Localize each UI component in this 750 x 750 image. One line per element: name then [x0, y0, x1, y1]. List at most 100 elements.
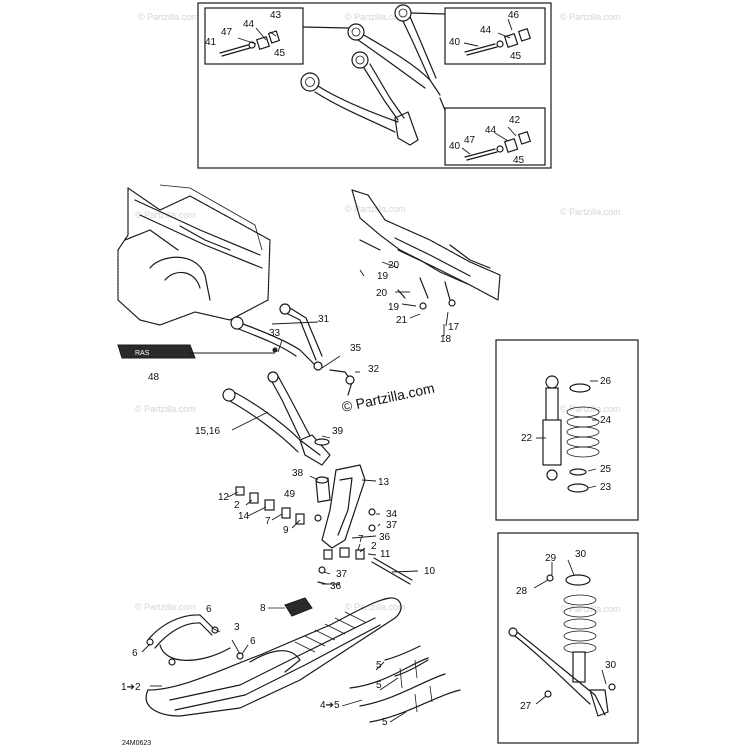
callout-41: 41: [205, 37, 217, 48]
watermark: © Partzilla.com: [345, 602, 406, 612]
watermark-layer: © Partzilla.com © Partzilla.com © Partzi…: [135, 12, 621, 614]
callout-48: 48: [148, 372, 160, 383]
inset-shock: [495, 339, 639, 521]
watermark: © Partzilla.com: [135, 210, 196, 220]
drawing-code: 24M0623: [122, 740, 151, 747]
callout-45: 45: [274, 48, 286, 59]
callout-6: 6: [132, 648, 138, 659]
watermark: © Partzilla.com: [560, 604, 621, 614]
callout-29: 29: [545, 553, 557, 564]
watermark: © Partzilla.com: [345, 204, 406, 214]
shock-absorber: [542, 375, 562, 481]
callout-49: 49: [284, 489, 296, 500]
callout-17: 17: [448, 322, 460, 333]
callout-42: 42: [509, 115, 521, 126]
callout-2: 2: [234, 500, 240, 511]
callout-7: 7: [265, 516, 271, 527]
ski-skag-pad: [268, 597, 313, 617]
callout-26: 26: [600, 376, 612, 387]
callout-19: 19: [388, 302, 400, 313]
callout-5: 5: [382, 717, 388, 728]
spindle: [315, 464, 366, 549]
callout-3: 3: [234, 622, 240, 633]
callout-10: 10: [424, 566, 436, 577]
callout-13: 13: [378, 477, 390, 488]
spindle-hardware: [235, 486, 413, 585]
callout-31: 31: [318, 314, 330, 325]
callout-24: 24: [600, 415, 612, 426]
callout-30: 30: [575, 549, 587, 560]
callout-45: 45: [510, 51, 522, 62]
inset-detail-right: [444, 7, 546, 65]
ski: [145, 597, 402, 717]
callout-30: 30: [605, 660, 617, 671]
callout-4-5: 4➔5: [320, 700, 340, 711]
ball-joint-upper: [329, 369, 355, 396]
carbide-runners: [349, 645, 461, 723]
callout-40: 40: [449, 141, 461, 152]
callout-6: 6: [250, 636, 256, 647]
callout-28: 28: [516, 586, 528, 597]
callout-47: 47: [221, 27, 233, 38]
inset-detail-left: [204, 7, 304, 65]
bushing-kit-right: [464, 27, 532, 56]
callout-20: 20: [376, 288, 388, 299]
callout-32: 32: [368, 364, 380, 375]
callout-35: 35: [350, 343, 362, 354]
coil-spring: [566, 383, 600, 493]
callout-38: 38: [292, 468, 304, 479]
callout-43: 43: [270, 10, 282, 21]
callout-6: 6: [206, 604, 212, 615]
callout-8: 8: [260, 603, 266, 614]
watermark: © Partzilla.com: [560, 12, 621, 22]
shock-assembly: [508, 574, 616, 717]
callout-15-16: 15,16: [195, 426, 220, 437]
inset-detail-bottom: [444, 107, 546, 166]
watermark: © Partzilla.com: [135, 404, 196, 414]
callout-44: 44: [243, 19, 255, 30]
bushing-kit-left: [219, 30, 281, 57]
rotax-ras-logo: RAS: [117, 344, 275, 359]
callout-34: 34: [386, 509, 398, 520]
lower-a-arm: [222, 371, 331, 466]
callout-2: 2: [371, 541, 377, 552]
callout-5: 5: [376, 660, 382, 671]
watermark: © Partzilla.com: [138, 12, 199, 22]
callout-18: 18: [440, 334, 452, 345]
callout-19: 19: [377, 271, 389, 282]
callout-37: 37: [386, 520, 398, 531]
callout-47: 47: [464, 135, 476, 146]
callout-45: 45: [513, 155, 525, 166]
callout-44: 44: [485, 125, 497, 136]
watermark: © Partzilla.com: [560, 404, 621, 414]
chassis-frame-right: [351, 189, 501, 310]
callout-39: 39: [332, 426, 344, 437]
callout-25: 25: [600, 464, 612, 475]
callout-14: 14: [238, 511, 250, 522]
callout-labels: 43 47 44 41 45 46 44 40 45 42 44 47 40 4…: [121, 10, 617, 728]
watermark: © Partzilla.com: [560, 207, 621, 217]
ski-handle: [146, 614, 244, 666]
bushing-kit-bottom: [464, 130, 532, 161]
callout-20: 20: [388, 260, 400, 271]
callout-33: 33: [269, 328, 281, 339]
chassis-frame-left: [117, 184, 271, 326]
callout-40: 40: [449, 37, 461, 48]
callout-22: 22: [521, 433, 533, 444]
inset-frame-top: [197, 2, 552, 169]
upper-a-arm: [230, 303, 323, 371]
watermark: © Partzilla.com: [345, 12, 406, 22]
callout-27: 27: [520, 701, 532, 712]
inset-shock-assembly: [497, 532, 639, 744]
callout-36: 36: [379, 532, 391, 543]
callout-5: 5: [376, 680, 382, 691]
callout-9: 9: [283, 525, 289, 536]
callout-37: 37: [336, 569, 348, 580]
callout-12: 12: [218, 492, 230, 503]
callout-23: 23: [600, 482, 612, 493]
callout-7: 7: [358, 534, 364, 545]
logo-text: RAS: [135, 350, 150, 357]
watermark: © Partzilla.com: [135, 602, 196, 612]
